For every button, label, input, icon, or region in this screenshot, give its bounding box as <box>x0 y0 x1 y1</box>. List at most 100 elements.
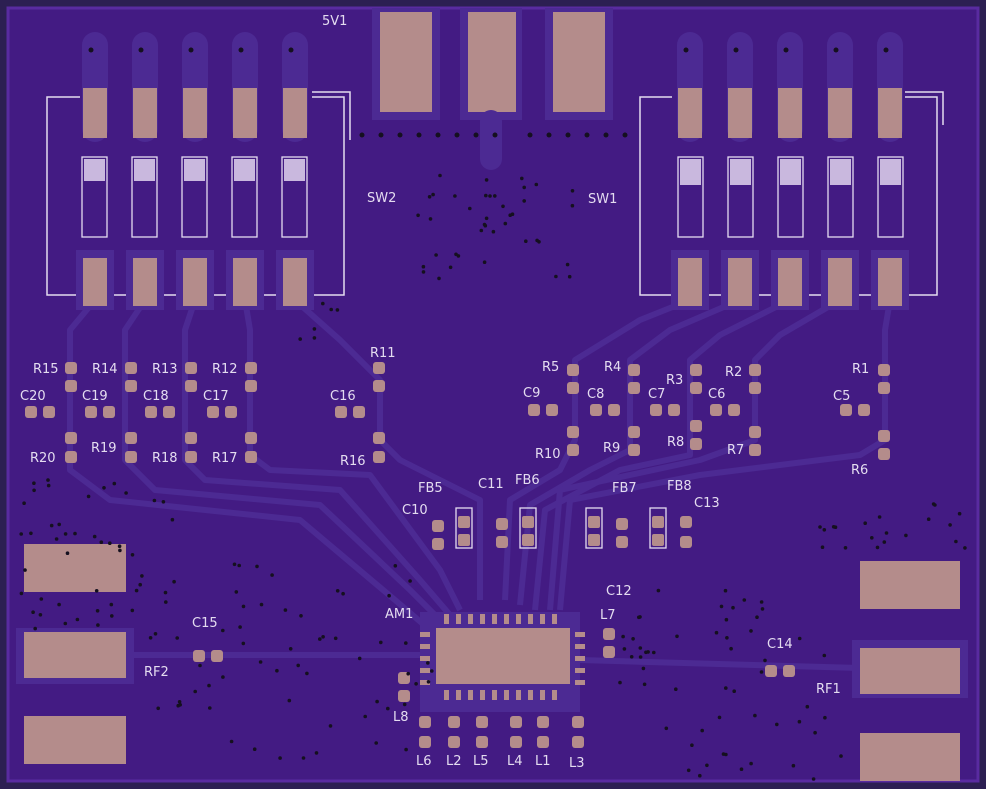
via-hole <box>117 544 122 548</box>
via-hole <box>731 605 735 610</box>
label-fb7: FB7 <box>612 481 637 496</box>
via-hole <box>73 531 77 536</box>
via-hole <box>172 579 176 584</box>
via-hole <box>221 628 225 633</box>
via-hole <box>813 730 817 735</box>
via-hole <box>387 593 391 598</box>
via-hole <box>527 132 533 138</box>
via-hole <box>926 517 931 521</box>
label-r5: R5 <box>542 360 559 375</box>
via-hole <box>301 756 306 760</box>
via-hole <box>31 610 35 614</box>
via-hole <box>714 630 719 635</box>
via-hole <box>335 308 340 312</box>
label-r12: R12 <box>212 362 238 377</box>
via-hole <box>99 540 104 544</box>
label-fb8: FB8 <box>667 479 692 494</box>
via-hole <box>454 132 460 138</box>
via-hole <box>484 178 489 182</box>
via-hole <box>570 189 575 193</box>
via-hole <box>357 656 362 661</box>
label-rf1: RF1 <box>816 682 841 697</box>
via-hole <box>933 503 937 507</box>
via-hole <box>175 636 179 640</box>
via-hole <box>570 203 575 208</box>
via-hole <box>57 522 61 527</box>
via-hole <box>484 216 489 221</box>
via-hole <box>275 668 279 673</box>
label-r16: R16 <box>340 454 366 469</box>
via-hole <box>232 562 237 567</box>
via-hole <box>414 682 418 686</box>
via-hole <box>238 47 244 53</box>
label-r7: R7 <box>727 443 744 458</box>
via-hole <box>421 264 426 269</box>
via-hole <box>759 600 764 604</box>
label-l2: L2 <box>446 754 462 769</box>
label-r15: R15 <box>33 362 59 377</box>
via-hole <box>22 501 26 506</box>
via-hole <box>482 260 487 265</box>
via-hole <box>288 47 294 53</box>
via-hole <box>152 498 157 503</box>
via-hole <box>742 598 747 602</box>
via-hole <box>554 274 558 279</box>
label-r9: R9 <box>603 441 620 456</box>
via-hole <box>724 686 728 690</box>
via-hole <box>221 675 225 679</box>
via-hole <box>839 754 843 758</box>
via-hole <box>805 704 810 709</box>
via-hole <box>134 588 139 593</box>
via-hole <box>797 719 802 724</box>
via-hole <box>278 756 282 760</box>
via-hole <box>686 768 691 773</box>
via-hole <box>675 634 679 639</box>
via-hole <box>112 481 117 486</box>
via-hole <box>438 173 442 178</box>
via-hole <box>298 337 303 341</box>
via-hole <box>124 491 128 495</box>
via-hole <box>63 532 68 536</box>
label-c7: C7 <box>648 387 665 402</box>
via-hole <box>49 523 54 528</box>
via-hole <box>435 132 441 138</box>
via-hole <box>312 336 317 340</box>
via-hole <box>241 604 246 609</box>
via-hole <box>448 265 453 270</box>
via-hole <box>198 663 202 668</box>
via-hole <box>39 597 44 601</box>
via-hole <box>431 192 435 197</box>
label-l4: L4 <box>507 754 523 769</box>
via-hole <box>664 726 669 731</box>
traces <box>67 100 893 671</box>
via-hole <box>229 739 234 744</box>
via-hole <box>170 517 175 522</box>
label-c12: C12 <box>606 584 632 599</box>
via-hole <box>237 563 241 568</box>
via-hole <box>428 217 433 221</box>
via-hole <box>252 747 257 751</box>
via-hole <box>797 636 802 641</box>
label-5v1: 5V1 <box>322 14 347 29</box>
via-hole <box>725 636 729 640</box>
via-hole <box>833 47 839 53</box>
via-hole <box>954 539 958 544</box>
via-hole <box>724 617 729 622</box>
via-hole <box>241 641 246 646</box>
label-r11: R11 <box>370 346 396 361</box>
via-hole <box>156 706 160 711</box>
label-l1: L1 <box>535 754 551 769</box>
via-hole <box>328 724 333 728</box>
label-c11: C11 <box>478 477 504 492</box>
label-r20: R20 <box>30 451 56 466</box>
via-hole <box>652 650 656 655</box>
via-hole <box>288 647 293 651</box>
via-hole <box>258 660 263 664</box>
via-hole <box>32 488 36 493</box>
label-c6: C6 <box>708 387 725 402</box>
via-hole <box>359 132 365 138</box>
via-hole <box>299 614 303 618</box>
label-c13: C13 <box>694 496 720 511</box>
label-r4: R4 <box>604 360 621 375</box>
